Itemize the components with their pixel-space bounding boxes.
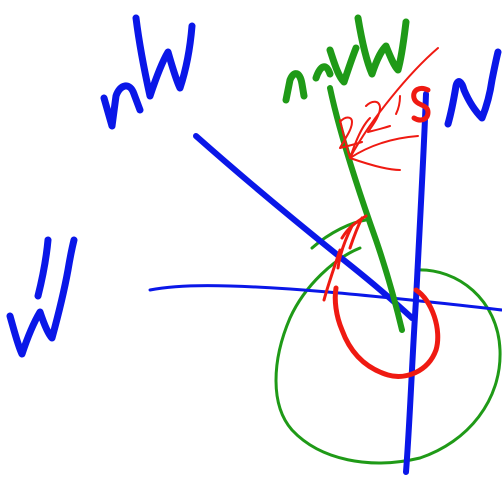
w-label-ink xyxy=(10,240,74,354)
w-label-text: W xyxy=(10,292,20,303)
nnw-label-ink xyxy=(286,18,406,100)
vertical-axis-line xyxy=(406,94,426,472)
nw-label-text: nw xyxy=(100,62,114,73)
red-apostrophe xyxy=(396,96,400,114)
n-label-ink xyxy=(448,52,498,124)
red-fan-3 xyxy=(350,158,400,170)
nw-label-ink xyxy=(104,18,192,126)
